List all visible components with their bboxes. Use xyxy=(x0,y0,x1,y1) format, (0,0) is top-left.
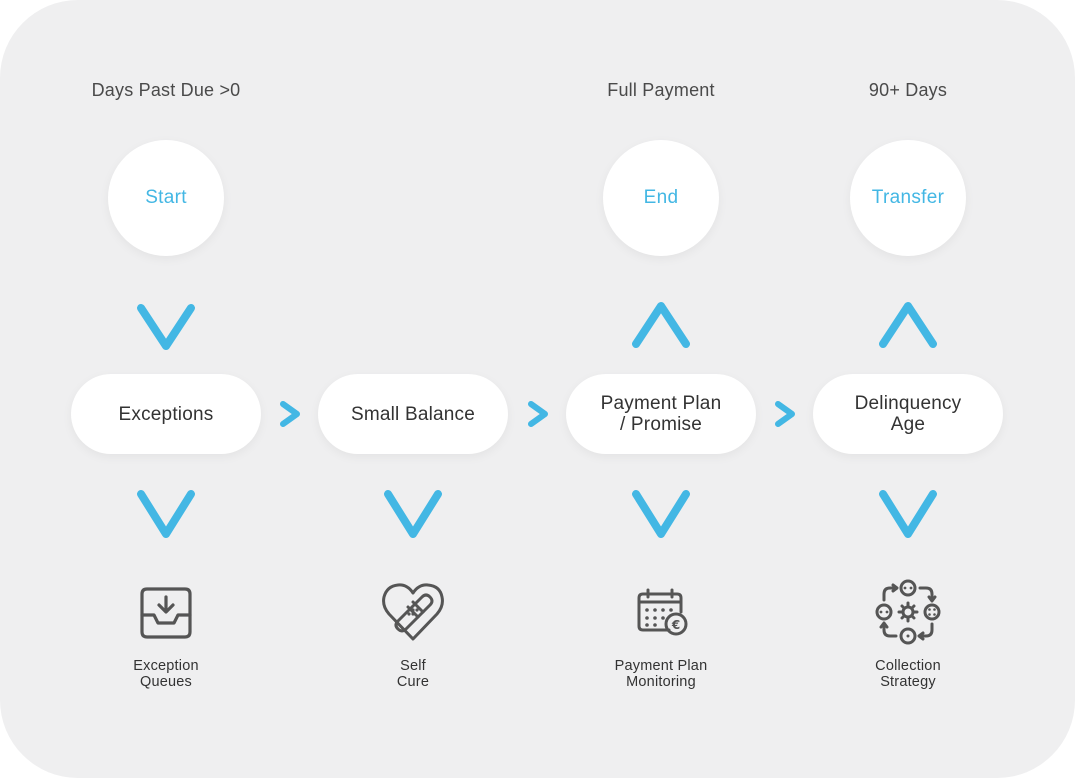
outcome-label-line1: Payment Plan xyxy=(614,658,708,674)
outcome-label-line2: Strategy xyxy=(880,674,936,690)
collection-cycle-icon xyxy=(875,579,941,645)
transfer-node: Transfer xyxy=(850,140,966,256)
header-end: Full Payment xyxy=(607,80,715,100)
stage-label-line1: Delinquency xyxy=(854,393,962,414)
svg-text:€: € xyxy=(671,618,680,632)
stage-label-line2: Age xyxy=(890,414,926,435)
chevron-right-icon xyxy=(528,401,548,427)
chevron-down-icon xyxy=(137,304,195,350)
chevron-right-icon xyxy=(280,401,300,427)
chevron-down-icon xyxy=(137,490,195,538)
chevron-up-icon xyxy=(632,302,690,348)
heart-bandage-icon xyxy=(382,583,444,641)
end-node: End xyxy=(603,140,719,256)
stage-exceptions: Exceptions xyxy=(71,374,261,454)
inbox-download-icon xyxy=(140,587,192,639)
chevron-right-icon xyxy=(775,401,795,427)
transfer-node-label: Transfer xyxy=(871,187,945,208)
stage-label: Exceptions xyxy=(118,403,214,425)
stage-label-line1: Payment Plan xyxy=(600,393,722,414)
start-node: Start xyxy=(108,140,224,256)
outcome-self-cure: Self Cure xyxy=(333,658,493,690)
outcome-collection-strategy: Collection Strategy xyxy=(828,658,988,690)
header-start: Days Past Due >0 xyxy=(91,80,241,100)
calendar-euro-icon: € xyxy=(637,588,688,636)
start-node-label: Start xyxy=(145,187,187,208)
outcome-label-line1: Collection xyxy=(875,658,941,674)
stage-delinquency-age: Delinquency Age xyxy=(813,374,1003,454)
outcome-exception-queues: Exception Queues xyxy=(86,658,246,690)
outcome-payment-plan-monitoring: Payment Plan Monitoring xyxy=(581,658,741,690)
chevron-down-icon xyxy=(879,490,937,538)
stage-label-line2: / Promise xyxy=(619,414,703,435)
end-node-label: End xyxy=(643,187,679,208)
chevron-down-icon xyxy=(632,490,690,538)
chevron-down-icon xyxy=(384,490,442,538)
stage-payment-plan: Payment Plan / Promise xyxy=(566,374,756,454)
outcome-label-line2: Monitoring xyxy=(626,674,696,690)
outcome-label-line1: Exception xyxy=(133,658,199,674)
outcome-label-line1: Self xyxy=(400,658,426,674)
stage-label: Small Balance xyxy=(350,403,476,425)
stage-small-balance: Small Balance xyxy=(318,374,508,454)
outcome-label-line2: Cure xyxy=(396,674,430,690)
outcome-label-line2: Queues xyxy=(140,674,192,690)
chevron-up-icon xyxy=(879,302,937,348)
header-transfer: 90+ Days xyxy=(868,80,948,100)
